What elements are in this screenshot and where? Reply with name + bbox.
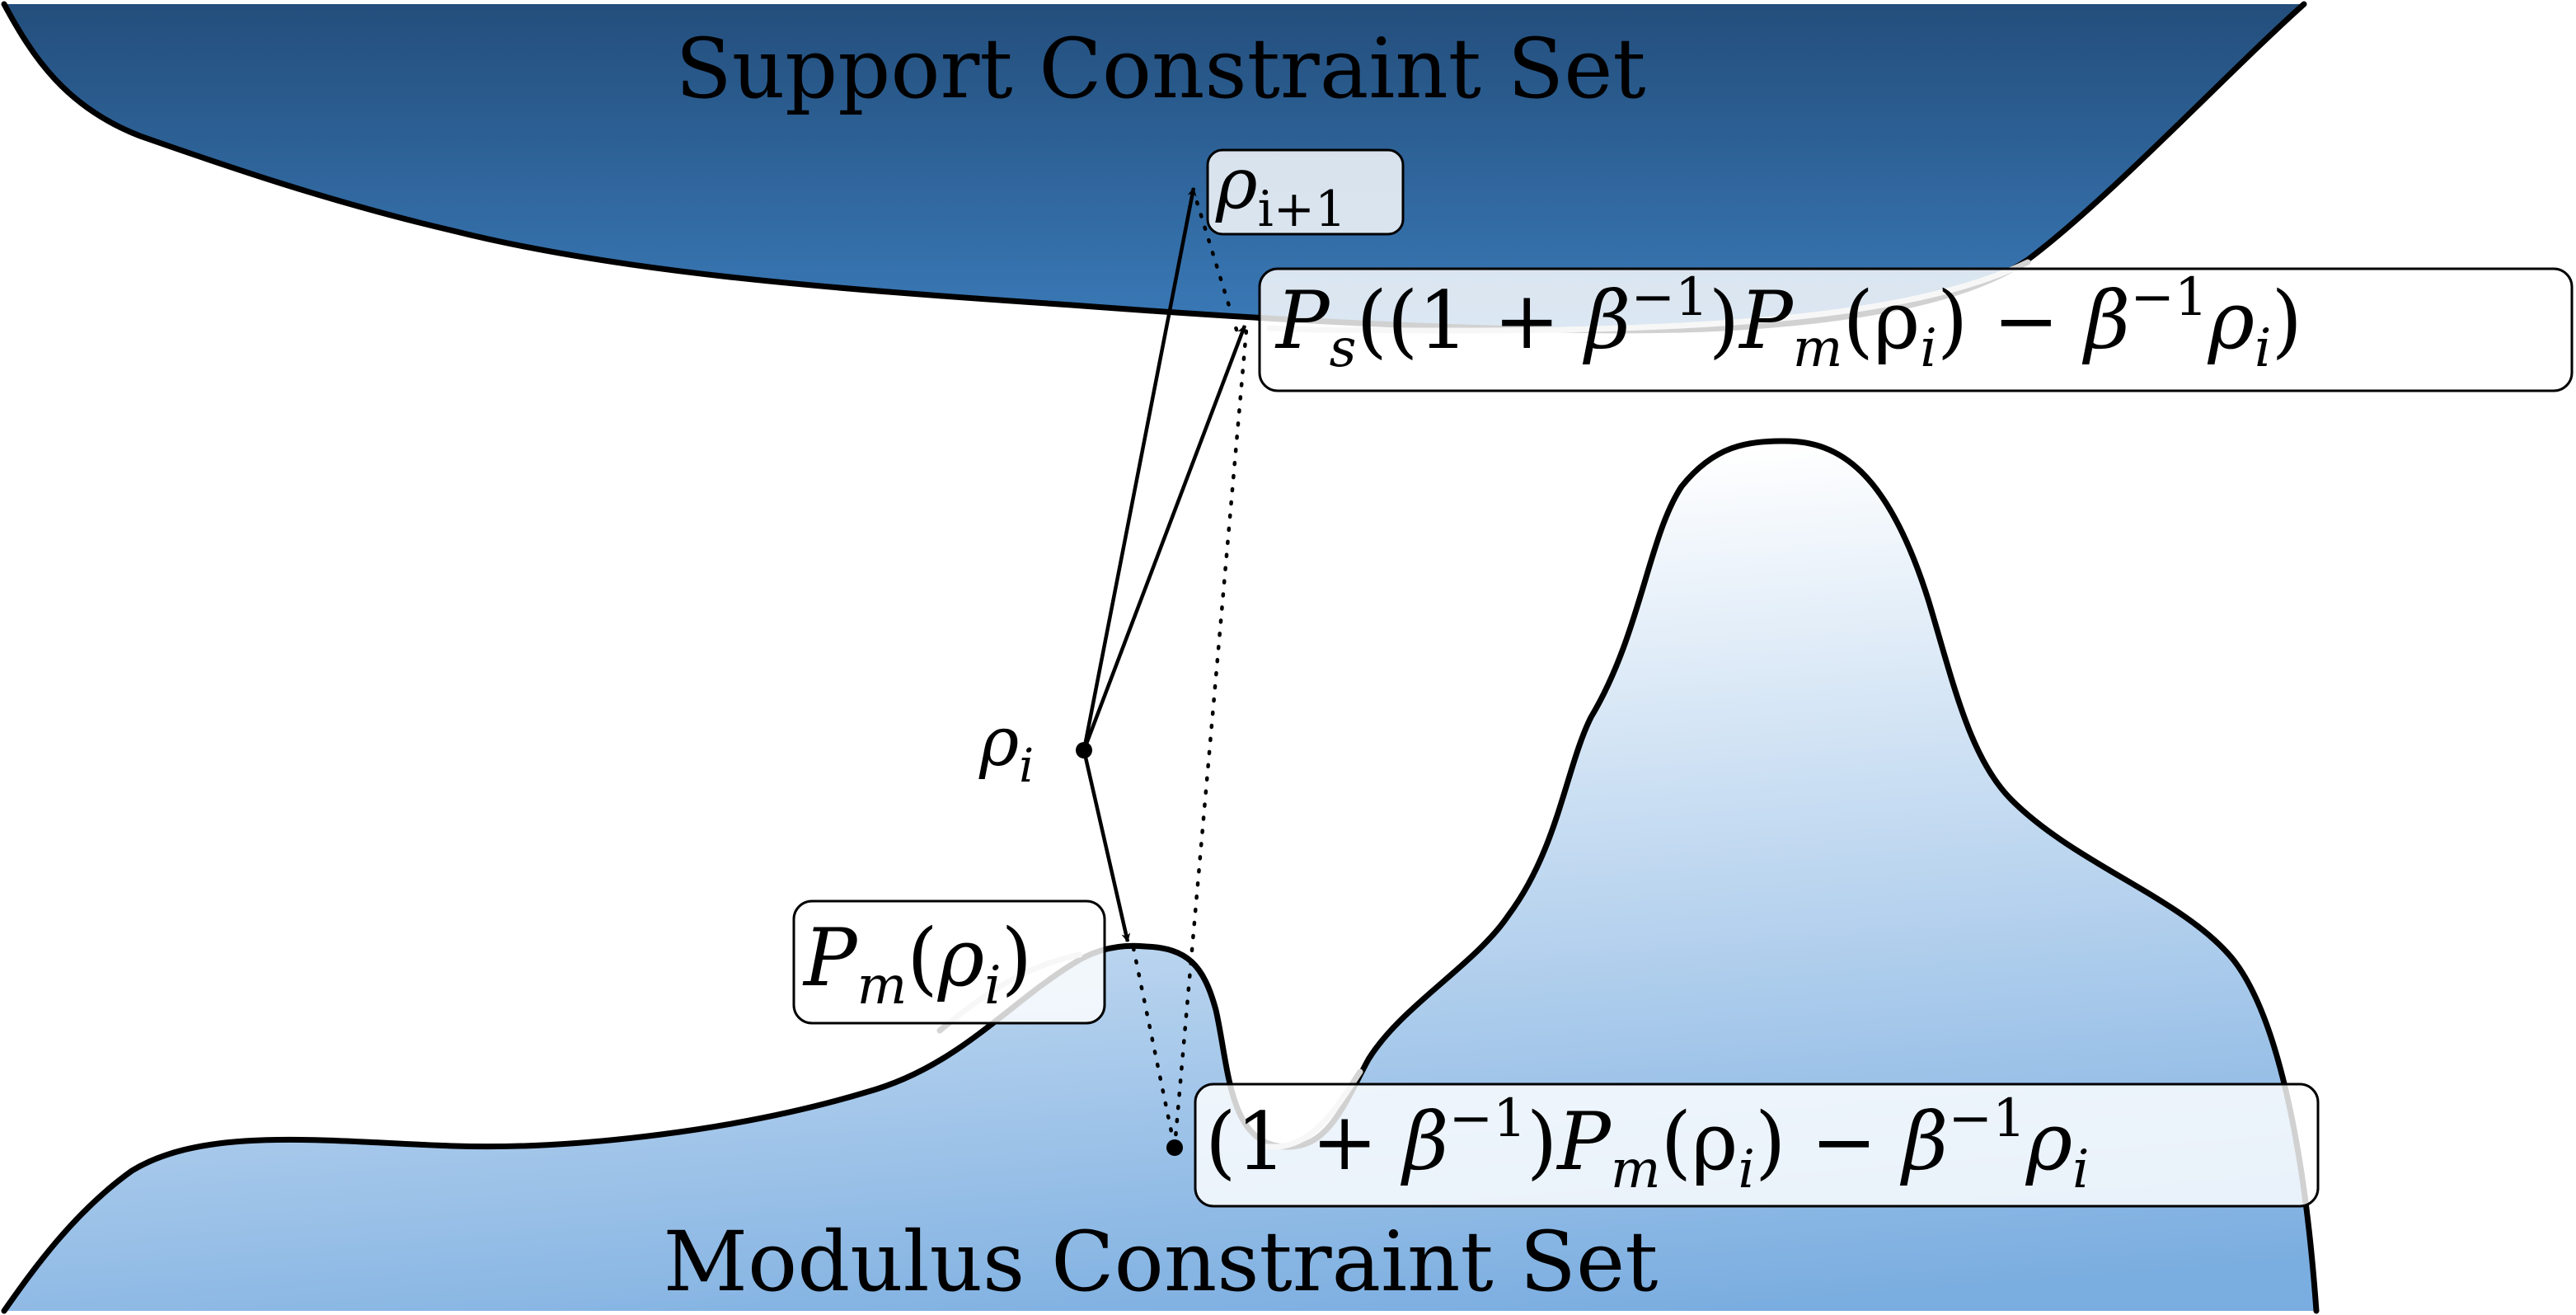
svg-text:ρi+1: ρi+1	[1215, 143, 1346, 238]
support-constraint-set: Support Constraint Set	[1, 1, 2307, 334]
arrow-to-rho-next	[1082, 186, 1197, 751]
svg-text:(1 + β−1)Pm(ρi) − β−1ρi: (1 + β−1)Pm(ρi) − β−1ρi	[1205, 1088, 2090, 1200]
dotted-pm-to-reflection	[1131, 946, 1177, 1150]
reflection-box	[1194, 1083, 2320, 1208]
support-set-title: Support Constraint Set	[675, 21, 1645, 117]
support-set-region	[4, 4, 2304, 331]
reflection-label: (1 + β−1)Pm(ρi) − β−1ρi	[1194, 1068, 2320, 1208]
ps-expression-box	[1258, 267, 2574, 392]
svg-text:Pm(ρi): Pm(ρi)	[802, 912, 1032, 1017]
dotted-reflection-to-ps	[1172, 327, 1249, 1150]
dotted-ps-to-rho-next	[1194, 200, 1239, 332]
svg-text:Ps((1 + β−1)Pm(ρi) − β−1ρi): Ps((1 + β−1)Pm(ρi) − β−1ρi)	[1274, 267, 2302, 379]
reflection-point	[1166, 1139, 1183, 1156]
pm-rho-box	[792, 899, 1106, 1025]
rho-next-box	[1206, 148, 1405, 236]
iteration-vectors	[1076, 186, 1249, 1156]
ps-expression-label: Ps((1 + β−1)Pm(ρi) − β−1ρi)	[1258, 259, 2574, 392]
modulus-set-title: Modulus Constraint Set	[664, 1214, 1659, 1310]
rho-next-label: ρi+1	[1206, 143, 1405, 238]
arrow-to-pm-rho	[1082, 749, 1131, 943]
pm-rho-label: Pm(ρi)	[792, 899, 1106, 1034]
rho-i-label: ρi	[978, 703, 1034, 793]
modulus-set-boundary	[1, 438, 2320, 1314]
arrow-to-ps-expr	[1082, 324, 1247, 751]
rho-i-point	[1076, 742, 1092, 758]
